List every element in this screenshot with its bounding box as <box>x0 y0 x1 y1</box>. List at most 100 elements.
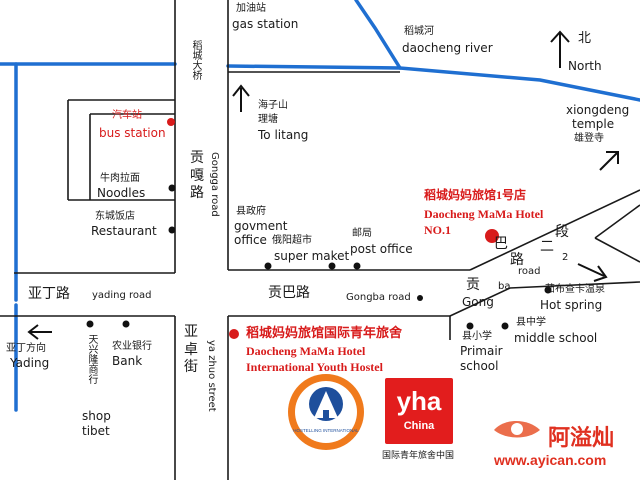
direction-arrows <box>27 30 619 340</box>
hot-spring-dot <box>544 286 552 294</box>
middle-school-cn: 县中学 <box>516 317 546 328</box>
post-office-en: post office <box>350 242 413 256</box>
hotel1-cn: 稻城妈妈旅馆1号店 <box>424 188 527 202</box>
supermarket-cn: 俄阳超市 <box>272 235 312 246</box>
gov-office-en-1: govment <box>234 219 288 233</box>
xiongdeng-cn: 雄登寺 <box>574 133 604 144</box>
yading-direction-cn: 亚丁方向 <box>6 343 46 354</box>
east-road-a <box>509 281 640 289</box>
restaurant-en: Restaurant <box>91 224 157 238</box>
north-en: North <box>568 59 602 73</box>
bus-station-cn: 汽车站 <box>112 110 142 121</box>
brand-url: www.ayican.com <box>494 452 607 468</box>
hi-logo-text: HOSTELLING INTERNATIONAL <box>293 428 359 433</box>
noodles-dot <box>168 184 176 192</box>
ayican-logo-icon <box>494 421 540 438</box>
gongba-road-en: Gongba road <box>346 292 411 303</box>
duan-cn: 段 <box>555 224 569 240</box>
bridge-label: 稻城大桥 <box>190 40 201 80</box>
gongba-road-cn: 贡巴路 <box>268 285 310 301</box>
yading-road-cn: 亚丁路 <box>28 286 70 302</box>
hotel1-en-2: NO.1 <box>424 223 451 237</box>
yha-logo-text: yha <box>396 386 442 416</box>
hotel2-en-2: International Youth Hostel <box>246 360 383 374</box>
hotel2-en-1: Daocheng MaMa Hotel <box>246 344 366 358</box>
litang-cn-1: 海子山 <box>258 100 288 111</box>
yha-caption: 国际青年旅舍中国 <box>382 451 455 461</box>
post-office-dot <box>353 262 361 270</box>
to-litang-arrow-icon <box>232 84 250 112</box>
yazhuo-street-cn: 亚卓街 <box>184 324 198 375</box>
road-en: road <box>518 266 541 277</box>
river-main-east <box>226 64 640 102</box>
supermarket-en: super maket <box>274 249 350 263</box>
gongga-road-cn: 贡嘎路 <box>190 150 204 201</box>
hot-spring-en: Hot spring <box>540 298 603 312</box>
gongba-ne-road-a <box>469 189 640 271</box>
restaurant-dot <box>168 226 176 234</box>
river-label-en: daocheng river <box>402 41 493 55</box>
ba-cn: 巴 <box>494 236 508 252</box>
middle-school-en: middle school <box>514 331 598 345</box>
noodles-cn: 牛肉拉面 <box>100 173 140 184</box>
gong-cn: 贡 <box>466 277 480 293</box>
river-branch-north <box>354 0 402 70</box>
east-road-b <box>594 237 640 263</box>
xiongdeng-en-1: xiongdeng <box>566 103 630 117</box>
lu-cn: 路 <box>510 252 524 268</box>
primary-school-en-2: school <box>460 359 499 373</box>
primary-school-en-1: Primair <box>460 344 503 358</box>
hotel2-cn: 稻城妈妈旅馆国际青年旅舍 <box>246 325 403 340</box>
bank-en: Bank <box>112 354 143 368</box>
north-arrow-icon <box>550 30 570 68</box>
yading-road-en: yading road <box>92 290 152 301</box>
yha-logo-subtext: China <box>403 420 435 432</box>
hotel1-en-1: Daocheng MaMa Hotel <box>424 207 544 221</box>
hotel2-dot <box>229 329 239 339</box>
section-number: 2 <box>562 252 569 263</box>
xiongdeng-arrow-icon <box>599 151 619 171</box>
brand-name: 阿溢灿 <box>548 426 615 451</box>
bank-dot <box>122 320 130 328</box>
gov-office-en-2: office <box>234 233 267 247</box>
river-label-cn: 稻城河 <box>404 26 434 37</box>
noodles-en: Noodles <box>97 186 146 200</box>
supermarket-dot <box>264 262 272 270</box>
yading-direction-arrow-icon <box>27 324 52 340</box>
bus-station-dot <box>167 118 175 126</box>
gov-office-cn: 县政府 <box>236 206 266 217</box>
hotel1-dot <box>485 229 499 243</box>
er-cn: 二 <box>540 239 554 255</box>
noodles-side-dot <box>417 295 423 301</box>
gas-station-cn: 加油站 <box>236 3 266 14</box>
location-dots <box>86 118 552 339</box>
restaurant-cn: 东城饭店 <box>95 211 135 222</box>
litang-cn-2: 理塘 <box>258 114 278 125</box>
xiongdeng-en-2: temple <box>572 117 615 131</box>
north-cn: 北 <box>578 31 592 46</box>
hot-spring-cn: 茹布查卡温泉 <box>545 284 605 295</box>
primary-school-dot <box>466 322 474 330</box>
bus-station-en: bus station <box>99 126 166 140</box>
primary-school-cn: 县小学 <box>462 331 492 342</box>
yazhuo-street-en: ya zhuo street <box>206 340 217 412</box>
gov-office-dot <box>328 262 336 270</box>
gongba-ne-road-b <box>449 287 511 317</box>
litang-en: To litang <box>258 128 309 142</box>
shop-tibet-dot <box>86 320 94 328</box>
house-tree-icon <box>314 391 338 418</box>
gong-en: Gong <box>462 295 494 309</box>
gongga-road-en: Gongga road <box>209 152 220 217</box>
hot-spring-arrow-icon <box>577 263 608 282</box>
shop-tibet-en-2: tibet <box>82 424 110 438</box>
shop-tibet-en-1: shop <box>82 409 111 423</box>
rivers <box>0 0 640 412</box>
middle-school-dot <box>501 322 509 330</box>
east-road-c <box>594 204 640 239</box>
post-office-cn: 邮局 <box>352 228 372 239</box>
hostelling-international-logo: HOSTELLING INTERNATIONAL <box>288 374 364 450</box>
bank-cn: 农业银行 <box>112 341 152 352</box>
gas-station-en: gas station <box>232 17 299 31</box>
